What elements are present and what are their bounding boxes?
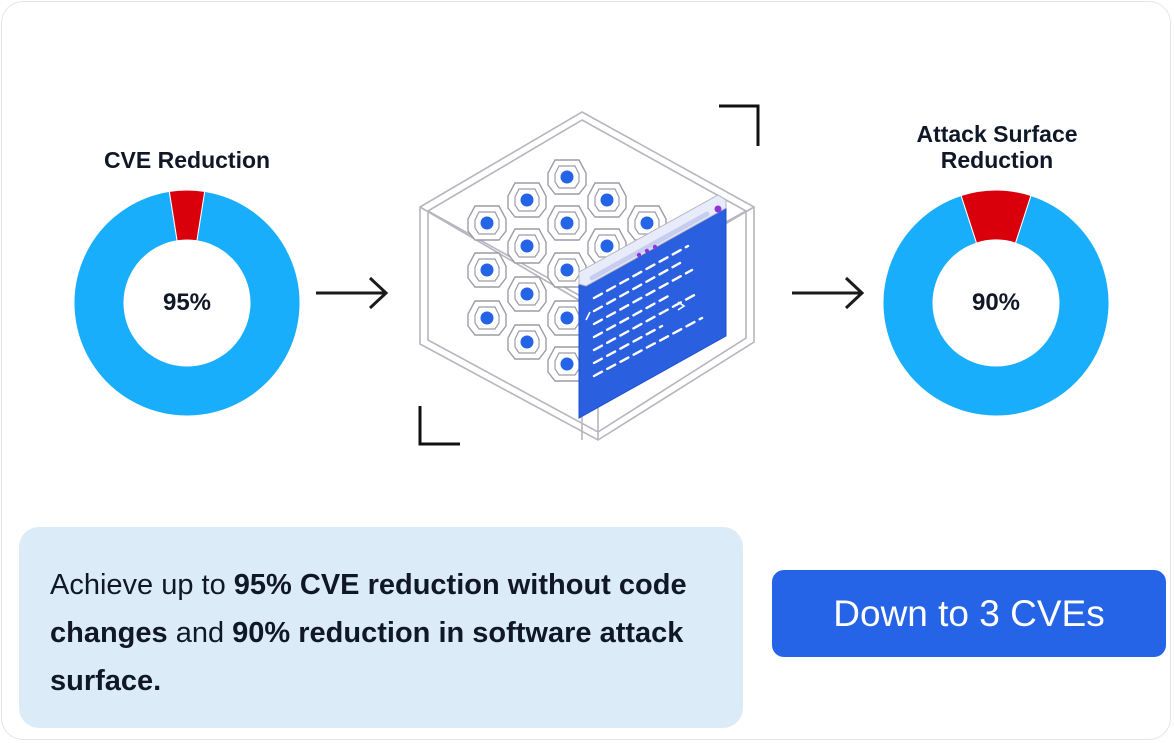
info-text: Achieve up to 95% CVE reduction without …: [50, 561, 713, 705]
corner-bracket-icon: [719, 104, 760, 146]
attack-surface-title: Attack Surface Reduction: [872, 121, 1122, 173]
attack-surface-donut: [883, 190, 1109, 416]
arrow-right-icon: [316, 276, 389, 310]
corner-bracket-icon: [418, 406, 460, 446]
terminal-window-icon: [578, 194, 727, 419]
info-panel: Achieve up to 95% CVE reduction without …: [19, 527, 743, 728]
info-text-part: and: [167, 617, 233, 649]
attack-surface-value: 90%: [971, 289, 1021, 316]
donut-slice-reduced: [74, 190, 300, 416]
donut-slice-remaining: [168, 190, 206, 242]
arrow-right-icon: [792, 276, 865, 310]
attack-surface-title-text: Attack Surface Reduction: [916, 121, 1078, 173]
cve-reduction-donut: [74, 190, 300, 416]
container-cube-illustration: [418, 104, 760, 446]
down-to-3-cves-button[interactable]: Down to 3 CVEs: [772, 570, 1166, 657]
cve-reduction-value: 95%: [162, 289, 212, 316]
info-text-bold: 95% CVE reduction without code changes: [50, 569, 687, 649]
info-text-bold: 90% reduction in software attack surface…: [50, 617, 684, 697]
container-nodes: [467, 159, 667, 382]
donut-slice-remaining: [960, 190, 1032, 244]
donut-slice-reduced: [883, 194, 1109, 416]
info-text-part: Achieve up to: [50, 569, 234, 601]
cve-reduction-title: CVE Reduction: [103, 147, 271, 173]
